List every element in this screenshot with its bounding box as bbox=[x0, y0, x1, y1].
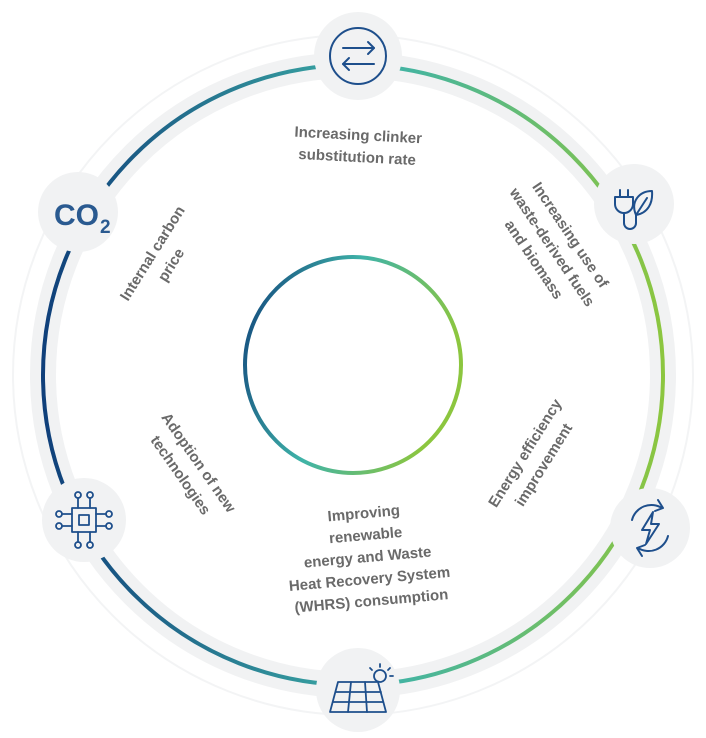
circuit-chip-icon bbox=[55, 491, 113, 549]
svg-text:CO: CO bbox=[54, 199, 99, 232]
label-technologies: Adoption of new technologies bbox=[147, 410, 239, 518]
label-carbon: Internal carbon price bbox=[117, 203, 189, 304]
label-renewable-line-2: renewable bbox=[328, 524, 403, 547]
label-renewable: Improving renewable energy and Waste Hea… bbox=[288, 502, 451, 616]
label-clinker-line-2: substitution rate bbox=[298, 146, 416, 169]
center-circle bbox=[243, 255, 463, 475]
badge-exchange bbox=[314, 12, 402, 100]
plug-leaf-icon bbox=[614, 189, 654, 230]
badge-solar bbox=[316, 648, 400, 732]
recycle-energy-icon bbox=[631, 499, 669, 557]
label-efficiency: Energy efficiency improvement bbox=[485, 396, 576, 511]
label-clinker-line-1: Increasing clinker bbox=[294, 124, 422, 148]
solar-panel-icon bbox=[329, 663, 394, 713]
badge-circuit bbox=[42, 478, 126, 562]
badge-co2: CO 2 bbox=[38, 172, 118, 252]
label-renewable-line-1: Improving bbox=[327, 502, 401, 525]
co2-icon: CO 2 bbox=[54, 199, 111, 238]
svg-text:2: 2 bbox=[100, 217, 111, 238]
exchange-arrows-icon bbox=[329, 27, 387, 85]
badge-recycle-energy bbox=[610, 488, 690, 568]
badge-plug-leaf bbox=[594, 164, 674, 244]
label-clinker: Increasing clinker substitution rate bbox=[294, 124, 422, 169]
